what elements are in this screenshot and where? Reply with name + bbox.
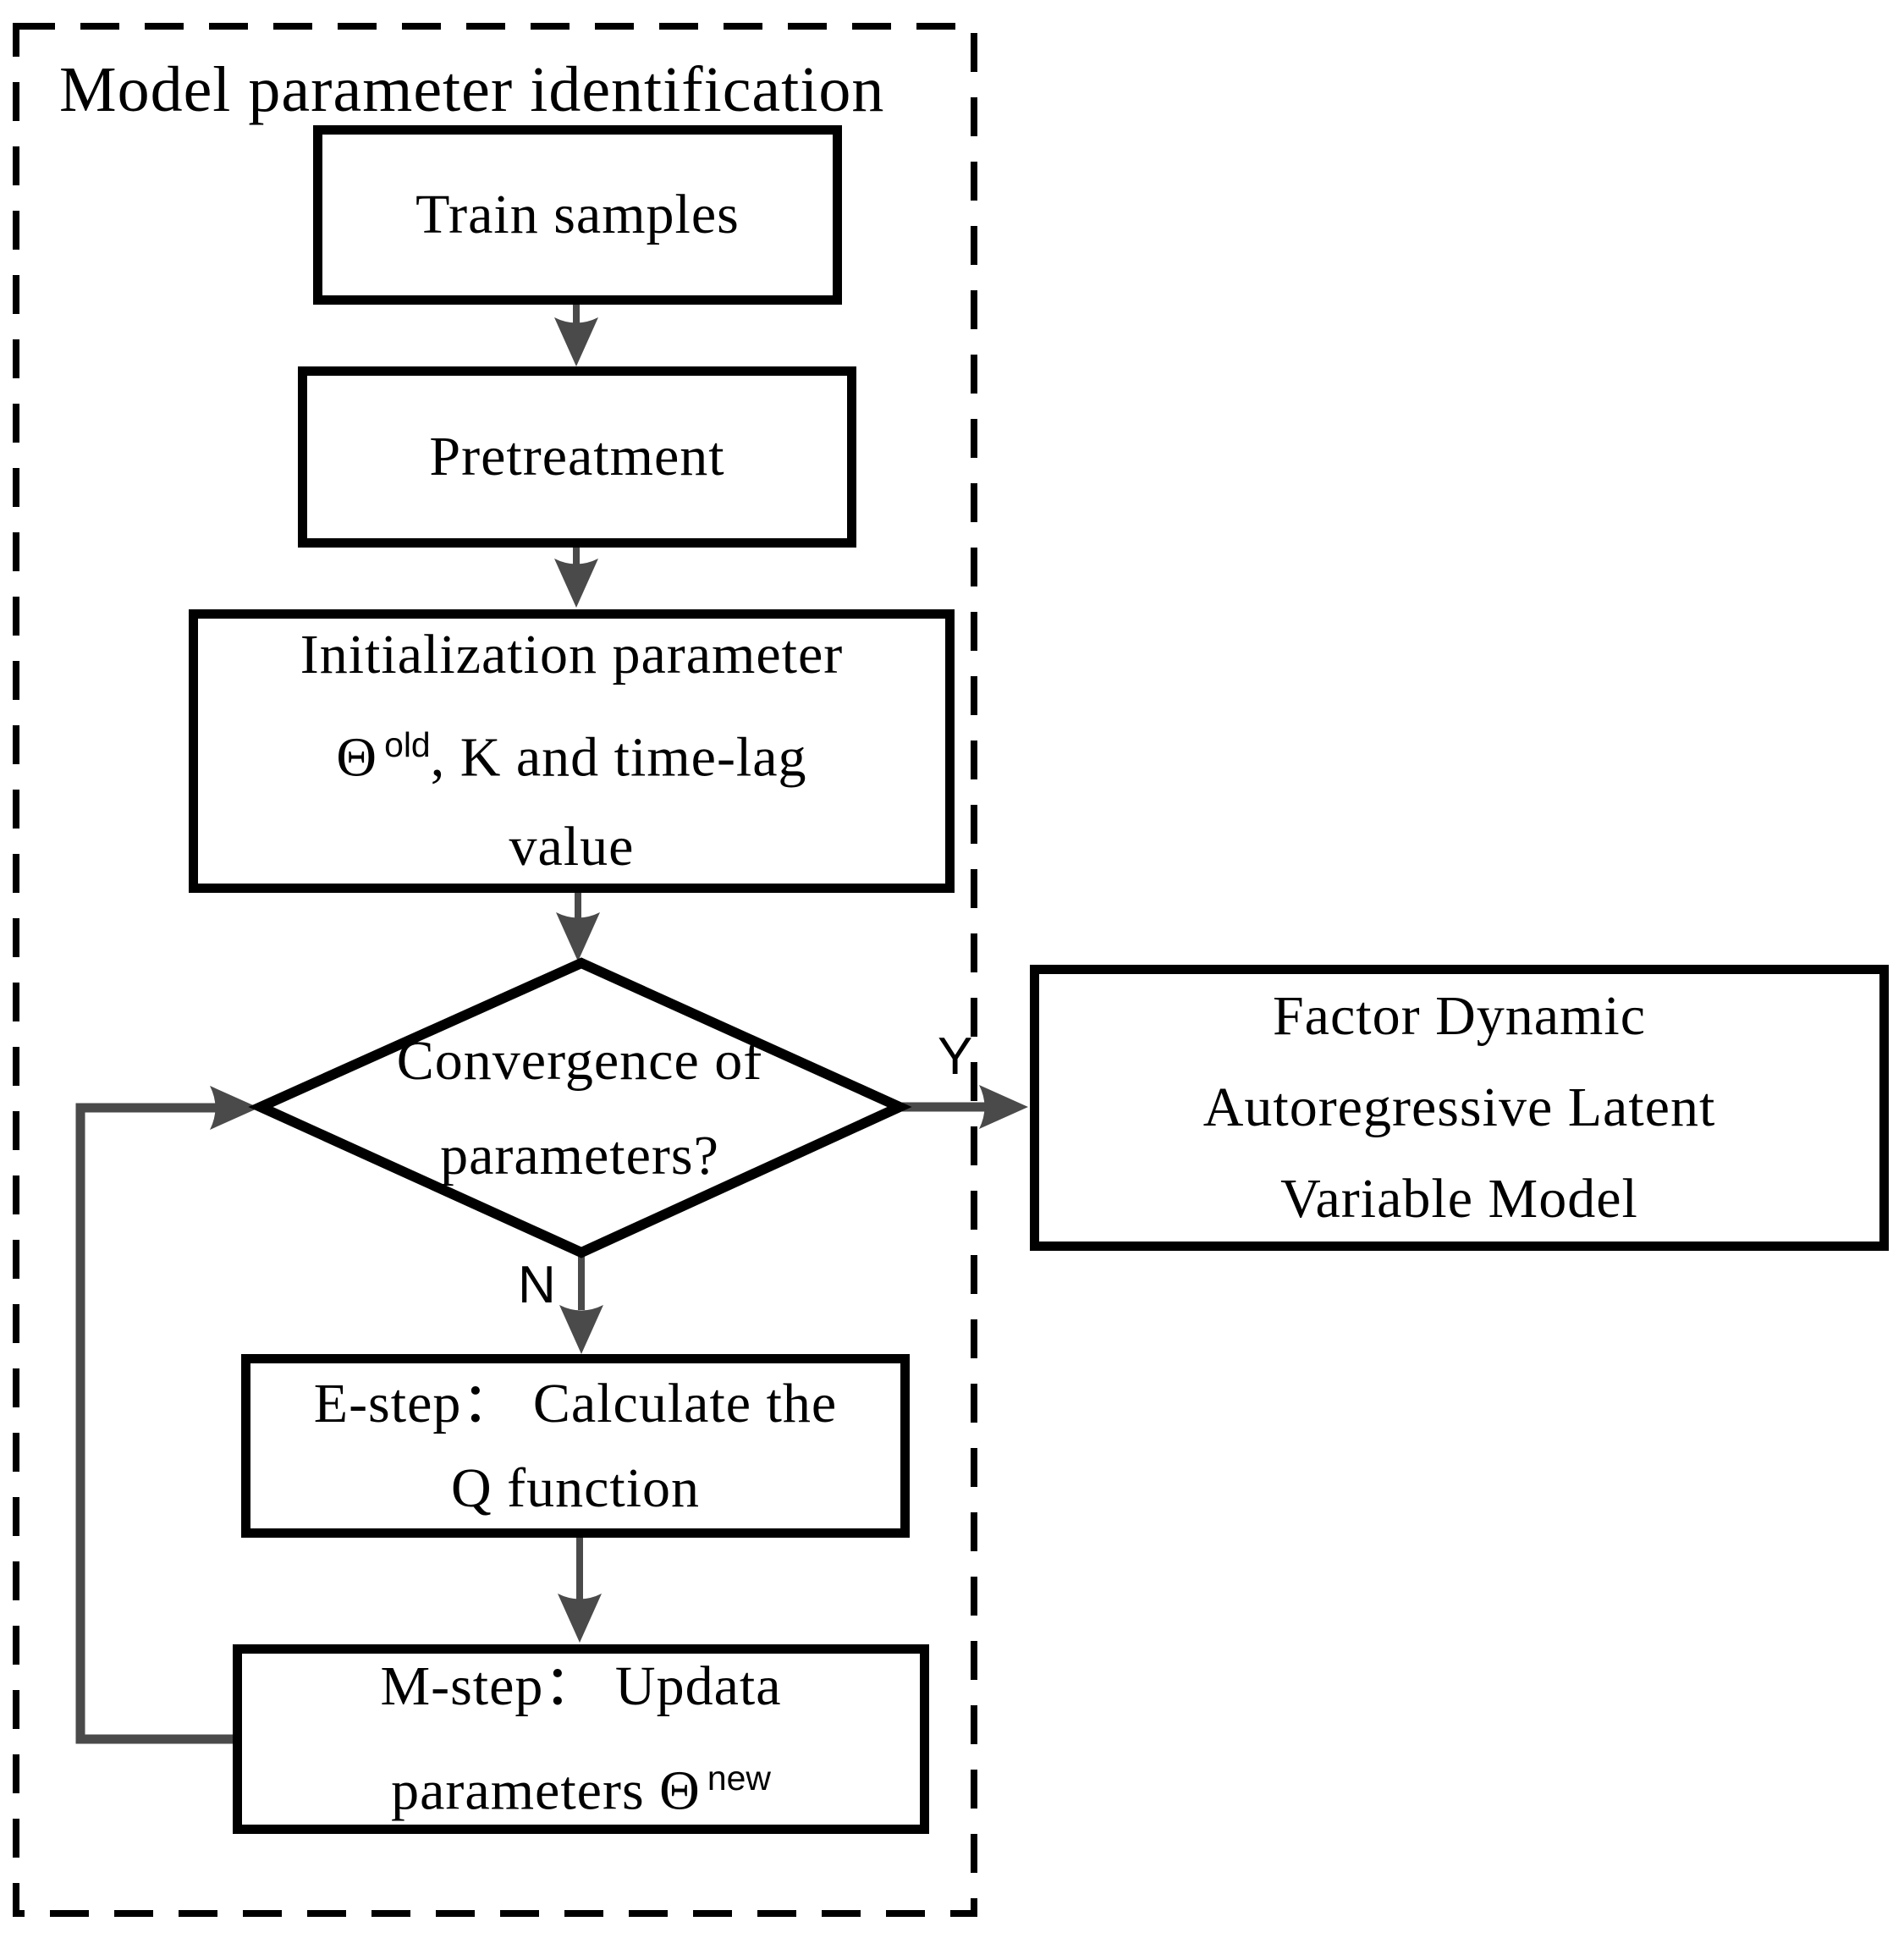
mstep-line2-pre: parameters xyxy=(391,1759,660,1822)
estep-line1: E-step： Calculate the xyxy=(313,1372,838,1434)
arrow-train-to-pretreatment xyxy=(554,305,598,366)
init-line1: Initialization parameter xyxy=(300,623,844,685)
theta-symbol: Θ xyxy=(336,726,378,789)
frame-title: Model parameter identification xyxy=(59,54,885,125)
theta-superscript-old: old xyxy=(384,724,431,764)
theta-symbol: Θ xyxy=(659,1759,701,1822)
arrow-init-to-decision xyxy=(556,893,600,961)
output-line1: Factor Dynamic xyxy=(1272,985,1647,1047)
arrow-estep-to-mstep xyxy=(558,1536,602,1643)
estep-line2: Q function xyxy=(450,1456,701,1519)
arrow-pretreatment-to-init xyxy=(554,548,598,608)
mstep-line1: M-step： Updata xyxy=(380,1655,782,1718)
train-samples-label: Train samples xyxy=(415,184,740,245)
arrow-decision-to-output xyxy=(900,1085,1028,1129)
init-line3: value xyxy=(509,816,635,878)
node-output-model: Factor Dynamic Autoregressive Latent Var… xyxy=(1030,965,1889,1251)
label-yes-branch: Y xyxy=(938,1027,973,1086)
arrow-mstep-loop-to-decision xyxy=(75,1086,259,1744)
node-pretreatment: Pretreatment xyxy=(298,366,856,548)
pretreatment-label: Pretreatment xyxy=(429,426,725,487)
node-decision-convergence: Convergence of parameters? xyxy=(326,1014,834,1203)
init-line2-rest: , K and time-lag xyxy=(430,726,807,789)
decision-line1: Convergence of xyxy=(396,1030,763,1092)
dashed-border xyxy=(13,23,977,1917)
node-e-step: E-step： Calculate the Q function xyxy=(241,1354,910,1538)
arrow-decision-to-estep xyxy=(559,1253,603,1354)
decision-line2: parameters? xyxy=(440,1125,719,1186)
node-train-samples: Train samples xyxy=(313,125,842,305)
theta-superscript-new: new xyxy=(707,1759,771,1798)
label-no-branch: N xyxy=(518,1256,556,1314)
output-line3: Variable Model xyxy=(1280,1168,1638,1230)
output-line2: Autoregressive Latent xyxy=(1202,1076,1716,1138)
decision-diamond-shape xyxy=(248,957,912,1258)
